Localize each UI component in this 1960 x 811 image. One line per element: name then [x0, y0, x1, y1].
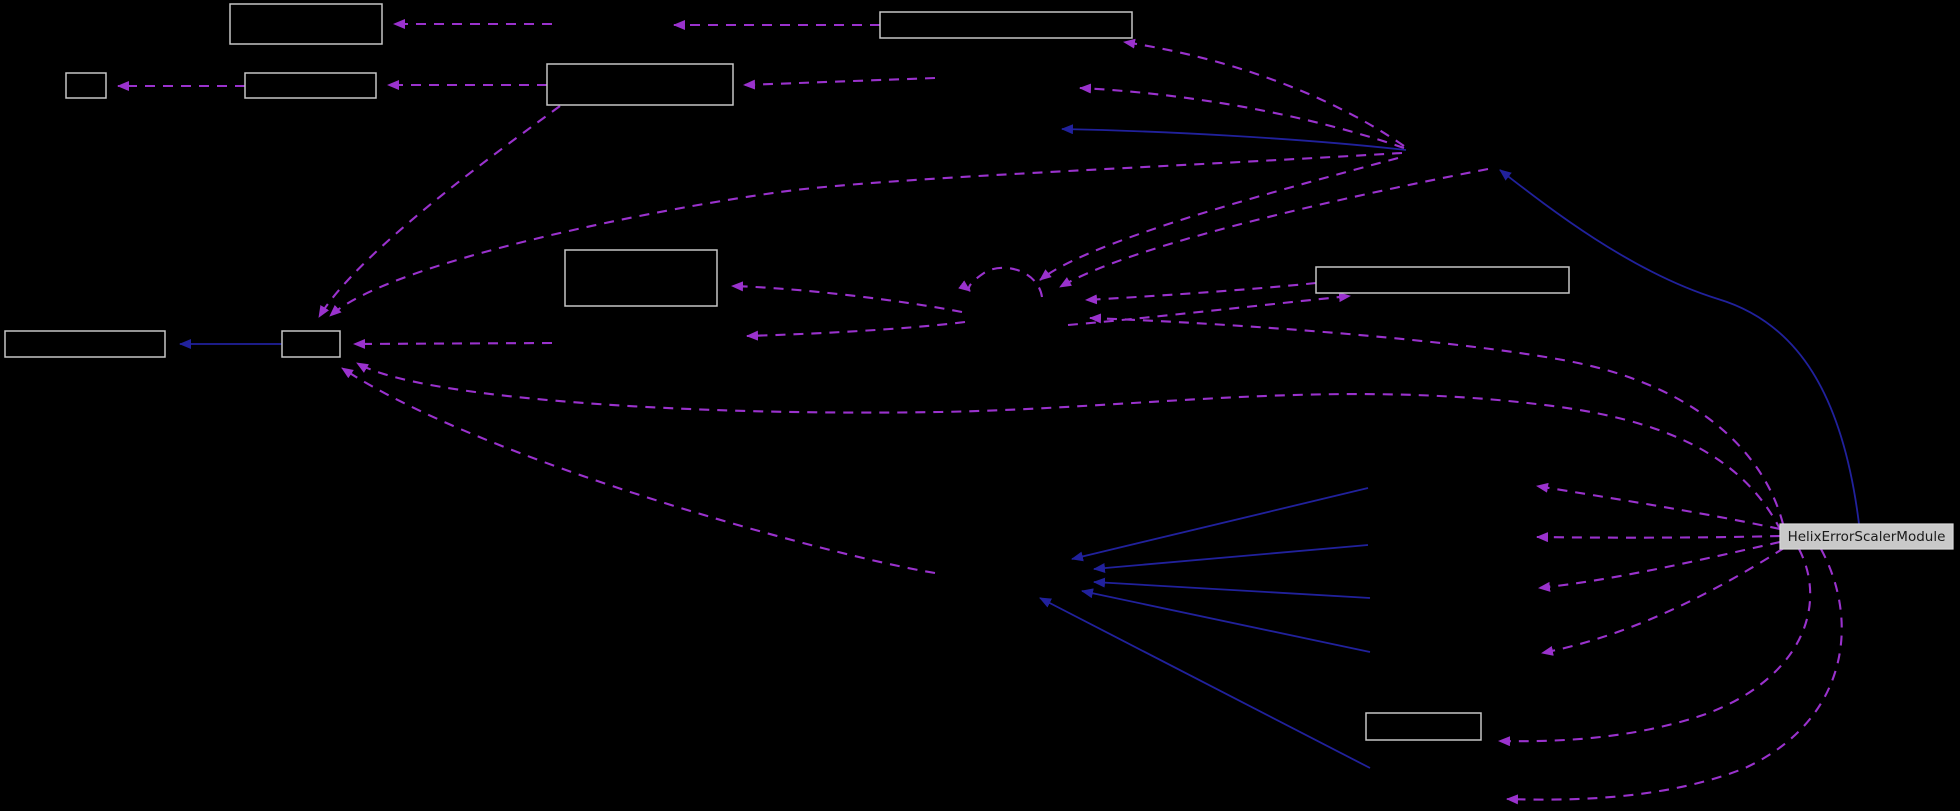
node-helix-box	[1779, 523, 1954, 550]
node-8-box[interactable]	[4, 330, 166, 358]
node-4-box[interactable]	[244, 72, 377, 99]
node-1-box[interactable]	[229, 3, 383, 45]
edge-hub-top-to-node2	[1123, 38, 1405, 147]
node-5-box[interactable]	[546, 63, 734, 106]
edge-helix-to-node9-long	[356, 362, 1782, 532]
node-2-box[interactable]	[879, 11, 1133, 39]
edge-hidden-bottom-to-node9	[341, 367, 936, 575]
edge-node7-to-center	[1085, 281, 1317, 305]
edge-center-self-loop	[958, 266, 1044, 298]
edge-helix-to-hub-right	[1499, 169, 1860, 525]
edge-blue-fan-4	[1081, 588, 1371, 653]
edge-helix-to-center	[1089, 313, 1785, 525]
edge-helix-to-hidden-l3	[1538, 540, 1781, 592]
edge-hub-top-to-center	[1039, 156, 1399, 281]
node-10-box[interactable]	[1365, 712, 1482, 741]
node-3-box[interactable]	[65, 72, 107, 99]
edge-hidden-to-node9-mid	[353, 338, 553, 349]
edge-hub-top-to-hidden-blue	[1061, 124, 1407, 151]
nodes-layer: HelixErrorScalerModule	[4, 3, 1954, 741]
edge-blue-fan-5	[1039, 597, 1371, 769]
edge-hub-right-to-center	[1059, 167, 1489, 288]
node-6-box[interactable]	[564, 249, 718, 307]
edge-helix-to-hidden-l1	[1536, 482, 1781, 531]
edge-center-to-node6	[731, 281, 963, 314]
edge-helix-to-hidden-l4	[1541, 547, 1785, 656]
edge-center-to-hidden-left	[746, 320, 966, 341]
node-9-box[interactable]	[281, 330, 341, 358]
edge-helix-to-node10	[1498, 548, 1812, 747]
edge-hub-top-to-node9	[329, 151, 1403, 317]
node-helix-label: HelixErrorScalerModule	[1788, 529, 1946, 545]
edge-blue-fan-1	[1071, 487, 1369, 562]
edge-hub-top-to-hidden-1	[1079, 83, 1405, 149]
edge-blue-fan-2	[1093, 544, 1369, 574]
edge-blue-fan-3	[1093, 577, 1371, 599]
edges-layer	[117, 19, 1860, 805]
edge-helix-to-hidden-b1	[1506, 548, 1843, 805]
node-7-box[interactable]	[1315, 266, 1570, 294]
edge-hidden-to-node5	[743, 76, 936, 90]
